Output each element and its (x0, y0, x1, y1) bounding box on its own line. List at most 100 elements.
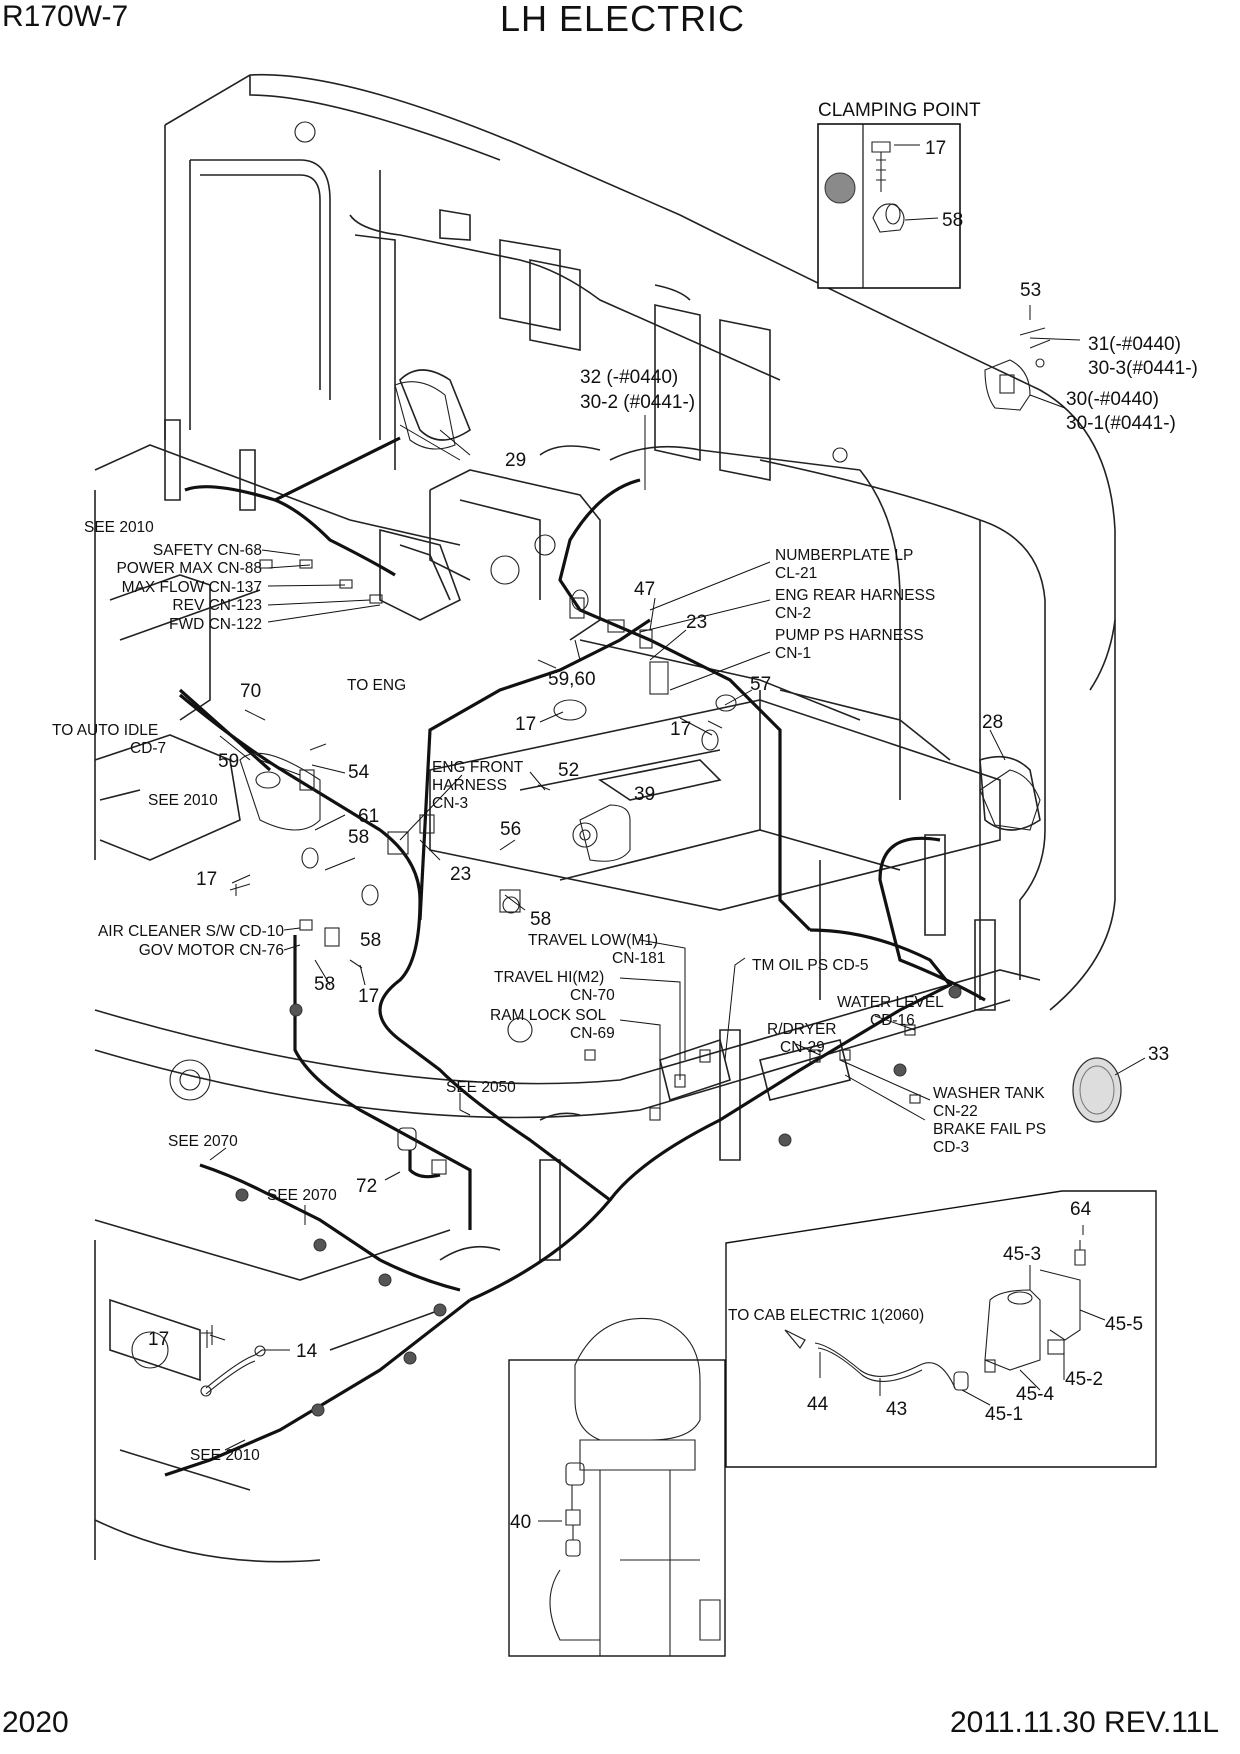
callout-rdryer-2: CN-29 (780, 1039, 825, 1056)
callout-39: 39 (634, 784, 655, 805)
callout-numberplate-1: NUMBERPLATE LP (775, 547, 913, 564)
callout-32: 32 (-#0440) (580, 367, 678, 388)
callout-engrear-2: CN-2 (775, 605, 811, 622)
callout-72: 72 (356, 1176, 377, 1197)
callout-23-a: 23 (686, 612, 707, 633)
callout-tmoil: TM OIL PS CD-5 (752, 957, 869, 974)
callout-labels: 53 31(-#0440) 30-3(#0441-) 30(-#0440) 30… (52, 280, 1198, 1533)
callout-59: 59 (218, 751, 239, 772)
wiring-harness (164, 436, 986, 1551)
callout-ramlock-2: CN-69 (570, 1025, 615, 1042)
model-number: R170W-7 (2, 0, 129, 33)
callout-59-60: 59,60 (548, 669, 596, 690)
clamp-58-icon (872, 203, 905, 233)
callout-pumpps-1: PUMP PS HARNESS (775, 627, 924, 644)
callout-govmotor: GOV MOTOR CN-76 (139, 942, 284, 959)
callout-travelhi-1: TRAVEL HI(M2) (494, 969, 604, 986)
callout-29: 29 (505, 450, 526, 471)
callout-53: 53 (1020, 280, 1041, 301)
harness-bottom (164, 1298, 471, 1477)
callout-30: 30(-#0440) (1066, 389, 1159, 410)
callout-31: 31(-#0440) (1088, 334, 1181, 355)
washer-inset-frame (725, 1190, 1157, 1468)
harness-left-down (293, 935, 472, 1230)
callout-tocab: TO CAB ELECTRIC 1(2060) (728, 1307, 924, 1324)
callout-17-e: 17 (148, 1329, 169, 1350)
callout-47: 47 (634, 579, 655, 600)
harness-right-run (608, 928, 953, 1201)
callout-70: 70 (240, 681, 261, 702)
washer-tank (984, 1289, 1041, 1371)
callout-33: 33 (1148, 1044, 1169, 1065)
callout-58-b: 58 (530, 909, 551, 930)
callout-45-4: 45-4 (1016, 1384, 1054, 1405)
harness-72 (408, 1150, 441, 1179)
harness-side-branch (199, 1163, 461, 1292)
harness-auto-idle (178, 688, 272, 772)
callout-see2070-b: SEE 2070 (267, 1187, 337, 1204)
callout-washer-1: WASHER TANK (933, 1085, 1045, 1102)
callout-see2010-a: SEE 2010 (84, 519, 154, 536)
callout-52: 52 (558, 760, 579, 781)
callout-toeng: TO ENG (347, 677, 406, 694)
components (200, 327, 1122, 1397)
harness-center-loop (418, 618, 651, 921)
harness-to-engine (558, 478, 812, 932)
harness-main-run (178, 693, 613, 1302)
callout-washer-2: CN-22 (933, 1103, 978, 1120)
callout-58-d: 58 (314, 974, 335, 995)
callout-travelhi-2: CN-70 (570, 987, 615, 1004)
callout-travellow-2: CN-181 (612, 950, 665, 967)
callout-56: 56 (500, 819, 521, 840)
callout-fwd: FWD CN-122 (169, 616, 262, 633)
callout-45-1: 45-1 (985, 1404, 1023, 1425)
harness-left-upper (184, 436, 401, 577)
bolt-17-icon (871, 141, 891, 192)
callout-54: 54 (348, 762, 370, 783)
callout-23-b: 23 (450, 864, 471, 885)
leader-lines (209, 305, 1146, 1451)
callout-43: 43 (886, 1399, 907, 1420)
callout-17-c: 17 (196, 869, 217, 890)
callout-see2070-a: SEE 2070 (168, 1133, 238, 1150)
inset-washer-tank (725, 1190, 1157, 1468)
callout-aircleaner: AIR CLEANER S/W CD-10 (98, 923, 284, 940)
relay-39 (572, 804, 631, 862)
callout-engrear-1: ENG REAR HARNESS (775, 587, 935, 604)
callout-57: 57 (750, 674, 771, 695)
callout-maxflow: MAX FLOW CN-137 (122, 579, 262, 596)
revision-label: 2011.11.30 REV.11L (950, 1706, 1220, 1739)
callout-44: 44 (807, 1394, 829, 1415)
horn-33 (1072, 1057, 1122, 1123)
clamping-point-symbol (824, 172, 856, 204)
bolt (229, 883, 251, 896)
callout-45-2: 45-2 (1065, 1369, 1103, 1390)
callout-engfront-1: ENG FRONT (432, 759, 524, 776)
callout-engfront-3: CN-3 (432, 795, 468, 812)
callout-30-3: 30-3(#0441-) (1088, 358, 1198, 379)
callout-powermax: POWER MAX CN-88 (116, 560, 262, 577)
callout-travellow-1: TRAVEL LOW(M1) (528, 932, 658, 949)
callout-rev: REV CN-123 (172, 597, 262, 614)
callout-engfront-2: HARNESS (432, 777, 507, 794)
callout-waterlevel-1: WATER LEVEL (837, 994, 944, 1011)
page-number: 2020 (2, 1706, 69, 1739)
frame-line-art (94, 73, 1116, 1563)
callout-ramlock-1: RAM LOCK SOL (490, 1007, 607, 1024)
callout-see2010-b: SEE 2010 (148, 792, 218, 809)
inset-air-cleaner (508, 1317, 726, 1657)
callout-cd7: CD-7 (130, 740, 166, 757)
cover-29 (394, 381, 456, 450)
inset-part-58: 58 (942, 210, 963, 231)
callout-40: 40 (510, 1512, 531, 1533)
callout-rdryer-1: R/DRYER (767, 1021, 836, 1038)
callout-45-5: 45-5 (1105, 1314, 1143, 1335)
callout-17-d: 17 (358, 986, 379, 1007)
inset-clamping-point: CLAMPING POINT 17 58 (817, 100, 981, 289)
number-plate-lamp (984, 327, 1051, 411)
callout-waterlevel-2: CD-16 (870, 1012, 915, 1029)
callout-pumpps-2: CN-1 (775, 645, 811, 662)
callout-45-3: 45-3 (1003, 1244, 1041, 1265)
